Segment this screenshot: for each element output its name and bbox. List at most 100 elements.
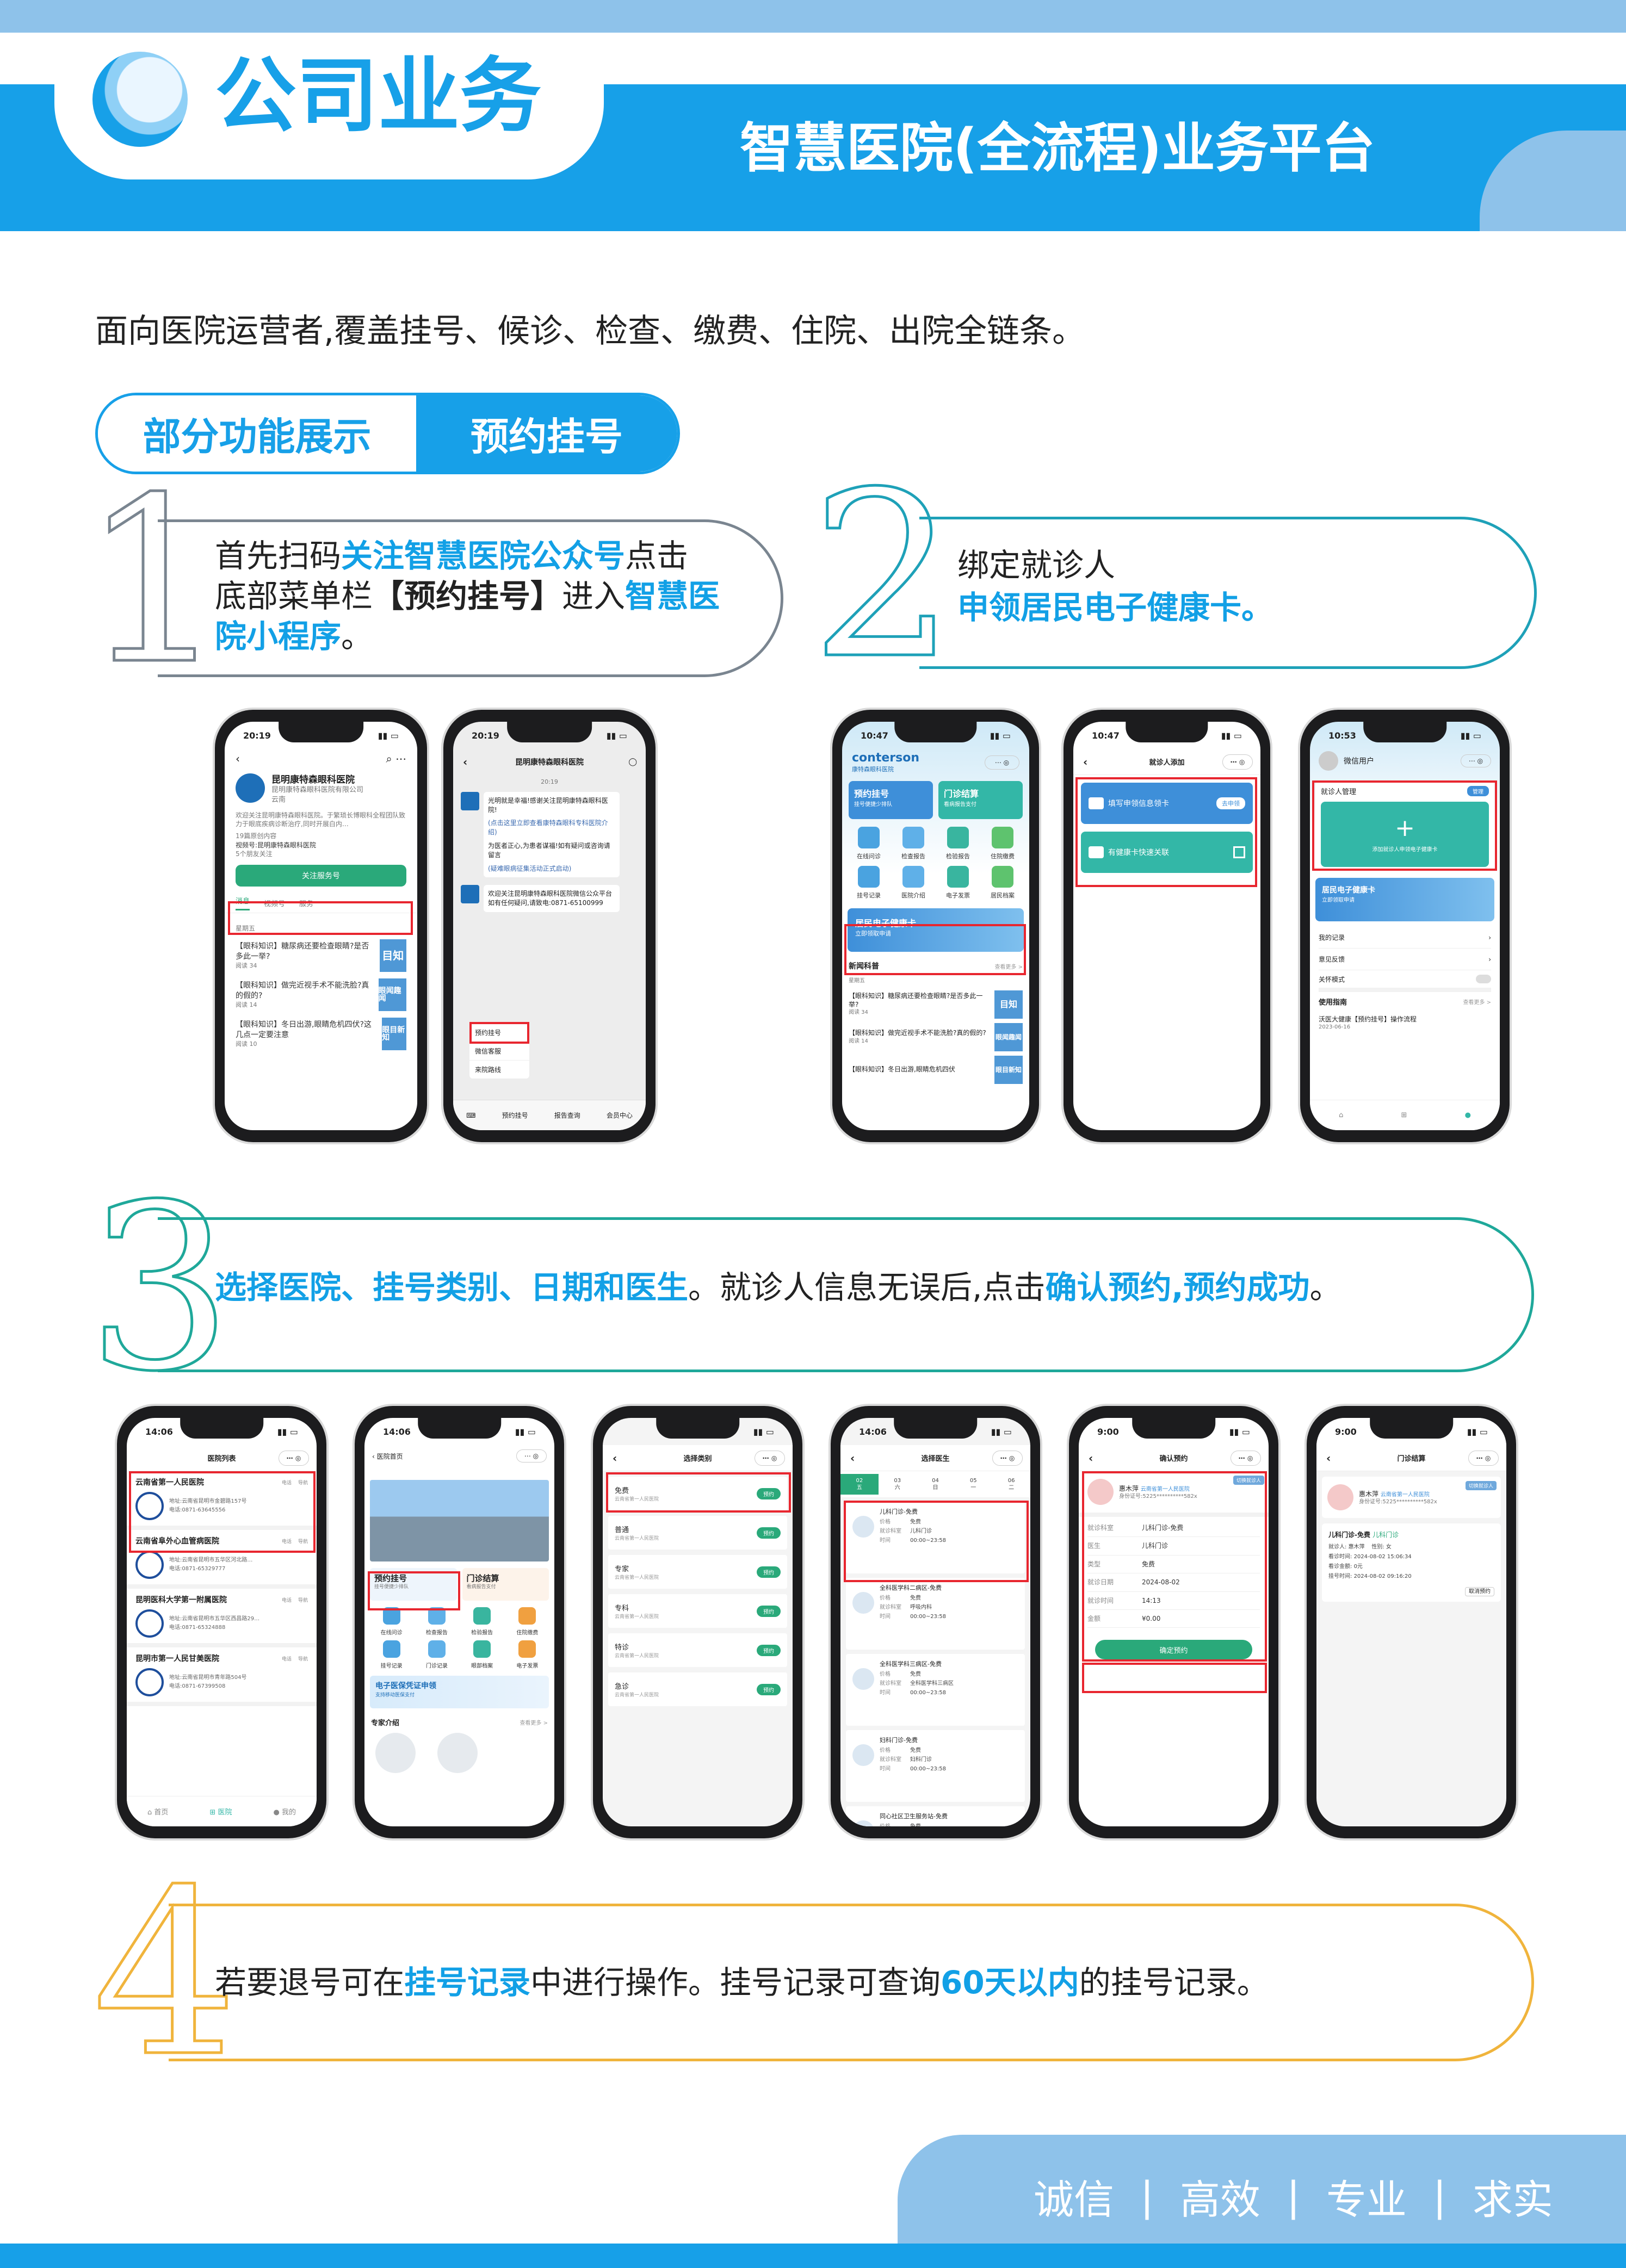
back-link[interactable]: ‹ 医院首页 <box>372 1452 403 1460</box>
book-button[interactable]: 预约 <box>757 1605 781 1617</box>
switch-patient-button[interactable]: 切换就诊人 <box>1465 1481 1497 1490</box>
tile-exam-report[interactable]: 检查报告 <box>891 827 936 860</box>
capsule-icon[interactable]: ⋯ ◎ <box>985 755 1019 770</box>
tile-exam-report[interactable]: 检查报告 <box>414 1607 459 1636</box>
option-link-card[interactable]: 有健康卡快速关联 <box>1081 832 1253 873</box>
tile-e-invoice[interactable]: 电子发票 <box>936 866 980 900</box>
tile-reg-record[interactable]: 挂号记录 <box>846 866 891 900</box>
category-row[interactable]: 普通云南省第一人民医院预约 <box>608 1516 787 1550</box>
follow-button[interactable]: 关注服务号 <box>236 865 406 887</box>
book-button[interactable]: 预约 <box>757 1644 781 1656</box>
tile-online-consult[interactable]: 在线问诊 <box>846 827 891 860</box>
back-icon[interactable]: ‹ <box>463 755 468 769</box>
expert-avatar[interactable] <box>375 1733 416 1773</box>
experts-more-link[interactable]: 查看更多 > <box>520 1720 548 1726</box>
bottom-menu-appointment[interactable]: 预约挂号 <box>502 1112 528 1119</box>
phone-icon-label[interactable]: 电话 <box>281 1480 292 1486</box>
keyboard-icon[interactable]: ⌨ <box>466 1111 476 1119</box>
back-icon[interactable]: ‹ <box>1326 1451 1331 1465</box>
nav-icon-label[interactable]: 导航 <box>298 1480 308 1486</box>
switch-patient-button[interactable]: 切换就诊人 <box>1233 1476 1264 1485</box>
capsule-icon[interactable]: ⋯ ◎ <box>755 1450 785 1466</box>
book-button[interactable]: 预约 <box>757 1683 781 1695</box>
expert-avatar[interactable] <box>437 1733 478 1773</box>
msg-link[interactable]: (点击这里立即查看康特森眼科专科医院介绍) <box>488 819 608 836</box>
home-icon[interactable]: ⌂ <box>1339 1111 1344 1119</box>
menu-care-mode[interactable]: 关怀模式 <box>1319 970 1491 992</box>
capsule-icon[interactable]: ⋯ ◎ <box>1231 1450 1261 1466</box>
menu-route[interactable]: 来院路线 <box>475 1066 502 1074</box>
phone-icon-label[interactable]: 电话 <box>281 1656 292 1662</box>
doctor-card[interactable]: 同心社区卫生服务站-免费价格免费就诊科室时间 <box>846 1806 1025 1826</box>
health-card-banner[interactable]: 居民电子健康卡 立即领取申请 <box>1315 878 1494 921</box>
tile-e-invoice[interactable]: 电子发票 <box>505 1640 550 1669</box>
add-patient-button[interactable]: + 添加就诊人申领电子健康卡 <box>1321 802 1489 867</box>
bottom-menu-member[interactable]: 会员中心 <box>606 1112 633 1119</box>
tile-eye-file[interactable]: 眼部档案 <box>460 1640 505 1669</box>
appointment-button[interactable]: 预约挂号挂号便捷少排队 <box>849 781 933 819</box>
book-button[interactable]: 预约 <box>757 1527 781 1539</box>
menu-wechat-service[interactable]: 微信客服 <box>469 1042 529 1061</box>
category-row[interactable]: 专科云南省第一人民医院预约 <box>608 1594 787 1628</box>
tile-lab-report[interactable]: 检验报告 <box>936 827 980 860</box>
tile-reg-record[interactable]: 挂号记录 <box>369 1640 414 1669</box>
hospital-card[interactable]: 云南省第一人民医院电话导航地址:云南省昆明市金碧路157号电话:0871-636… <box>127 1471 317 1530</box>
back-icon[interactable]: ‹ <box>1083 755 1088 769</box>
user-icon[interactable]: ● <box>1464 1111 1471 1119</box>
news-item[interactable]: 【眼科知识】冬日出游,眼睛危机四伏眼目新知 <box>842 1054 1029 1086</box>
category-row[interactable]: 免费云南省第一人民医院预约 <box>608 1477 787 1510</box>
settlement-button[interactable]: 门诊结算看病报告支付 <box>462 1568 549 1601</box>
menu-records[interactable]: 我的记录› <box>1319 927 1491 949</box>
back-icon[interactable]: ‹ <box>236 752 240 765</box>
capsule-icon[interactable]: ⋯ ◎ <box>1461 754 1491 767</box>
tile-hospital-intro[interactable]: 医院介绍 <box>891 866 936 900</box>
capsule-icon[interactable]: ⋯ ◎ <box>279 1450 309 1466</box>
hospital-card[interactable]: 昆明医科大学第一附属医院电话导航地址:云南省昆明市五华区西昌路29…电话:087… <box>127 1589 317 1647</box>
category-row[interactable]: 专家云南省第一人民医院预约 <box>608 1555 787 1589</box>
phone-icon-label[interactable]: 电话 <box>281 1539 292 1545</box>
msg-link[interactable]: (疑难眼病征集活动正式启动) <box>488 864 572 872</box>
plus-box-icon[interactable]: ⊞ <box>1401 1111 1407 1119</box>
phone-icon-label[interactable]: 电话 <box>281 1597 292 1603</box>
back-icon[interactable]: ‹ <box>613 1451 617 1465</box>
capsule-icon[interactable]: ⋯ ◎ <box>1468 1450 1499 1466</box>
nav-icon-label[interactable]: 导航 <box>298 1539 308 1545</box>
manage-button[interactable]: 管理 <box>1467 786 1489 796</box>
confirm-button[interactable]: 确定预约 <box>1095 1640 1252 1660</box>
capsule-icon[interactable]: ⋯ ◎ <box>516 1449 547 1463</box>
toggle-switch[interactable] <box>1476 975 1491 983</box>
tile-inpatient-pay[interactable]: 住院缴费 <box>980 827 1025 860</box>
cancel-appointment-button[interactable]: 取消预约 <box>1465 1587 1494 1596</box>
tab-hospital[interactable]: ⊞ 医院 <box>209 1808 232 1817</box>
category-row[interactable]: 特诊云南省第一人民医院预约 <box>608 1633 787 1667</box>
guide-more-link[interactable]: 查看更多 > <box>1463 1000 1491 1006</box>
settlement-button[interactable]: 门诊结算看病报告支付 <box>938 781 1023 819</box>
capsule-icon[interactable]: ⋯ ◎ <box>1222 754 1253 770</box>
health-card-banner[interactable]: 居民电子健康卡 立即领取申请 <box>848 908 1024 952</box>
back-icon[interactable]: ‹ <box>850 1451 855 1465</box>
tab-me[interactable]: ● 我的 <box>273 1808 296 1817</box>
tile-resident-file[interactable]: 居民档案 <box>980 866 1025 900</box>
user-icon[interactable]: ◯ <box>628 757 637 766</box>
tab-home[interactable]: ⌂ 首页 <box>147 1808 169 1817</box>
hospital-card[interactable]: 云南省阜外心血管病医院电话导航地址:云南省昆明市五华区河北路…电话:0871-6… <box>127 1530 317 1589</box>
book-button[interactable]: 预约 <box>757 1566 781 1578</box>
tile-inpatient-pay[interactable]: 住院缴费 <box>505 1607 550 1636</box>
news-more-link[interactable]: 查看更多 > <box>994 964 1023 970</box>
back-icon[interactable]: ‹ <box>1089 1451 1093 1465</box>
